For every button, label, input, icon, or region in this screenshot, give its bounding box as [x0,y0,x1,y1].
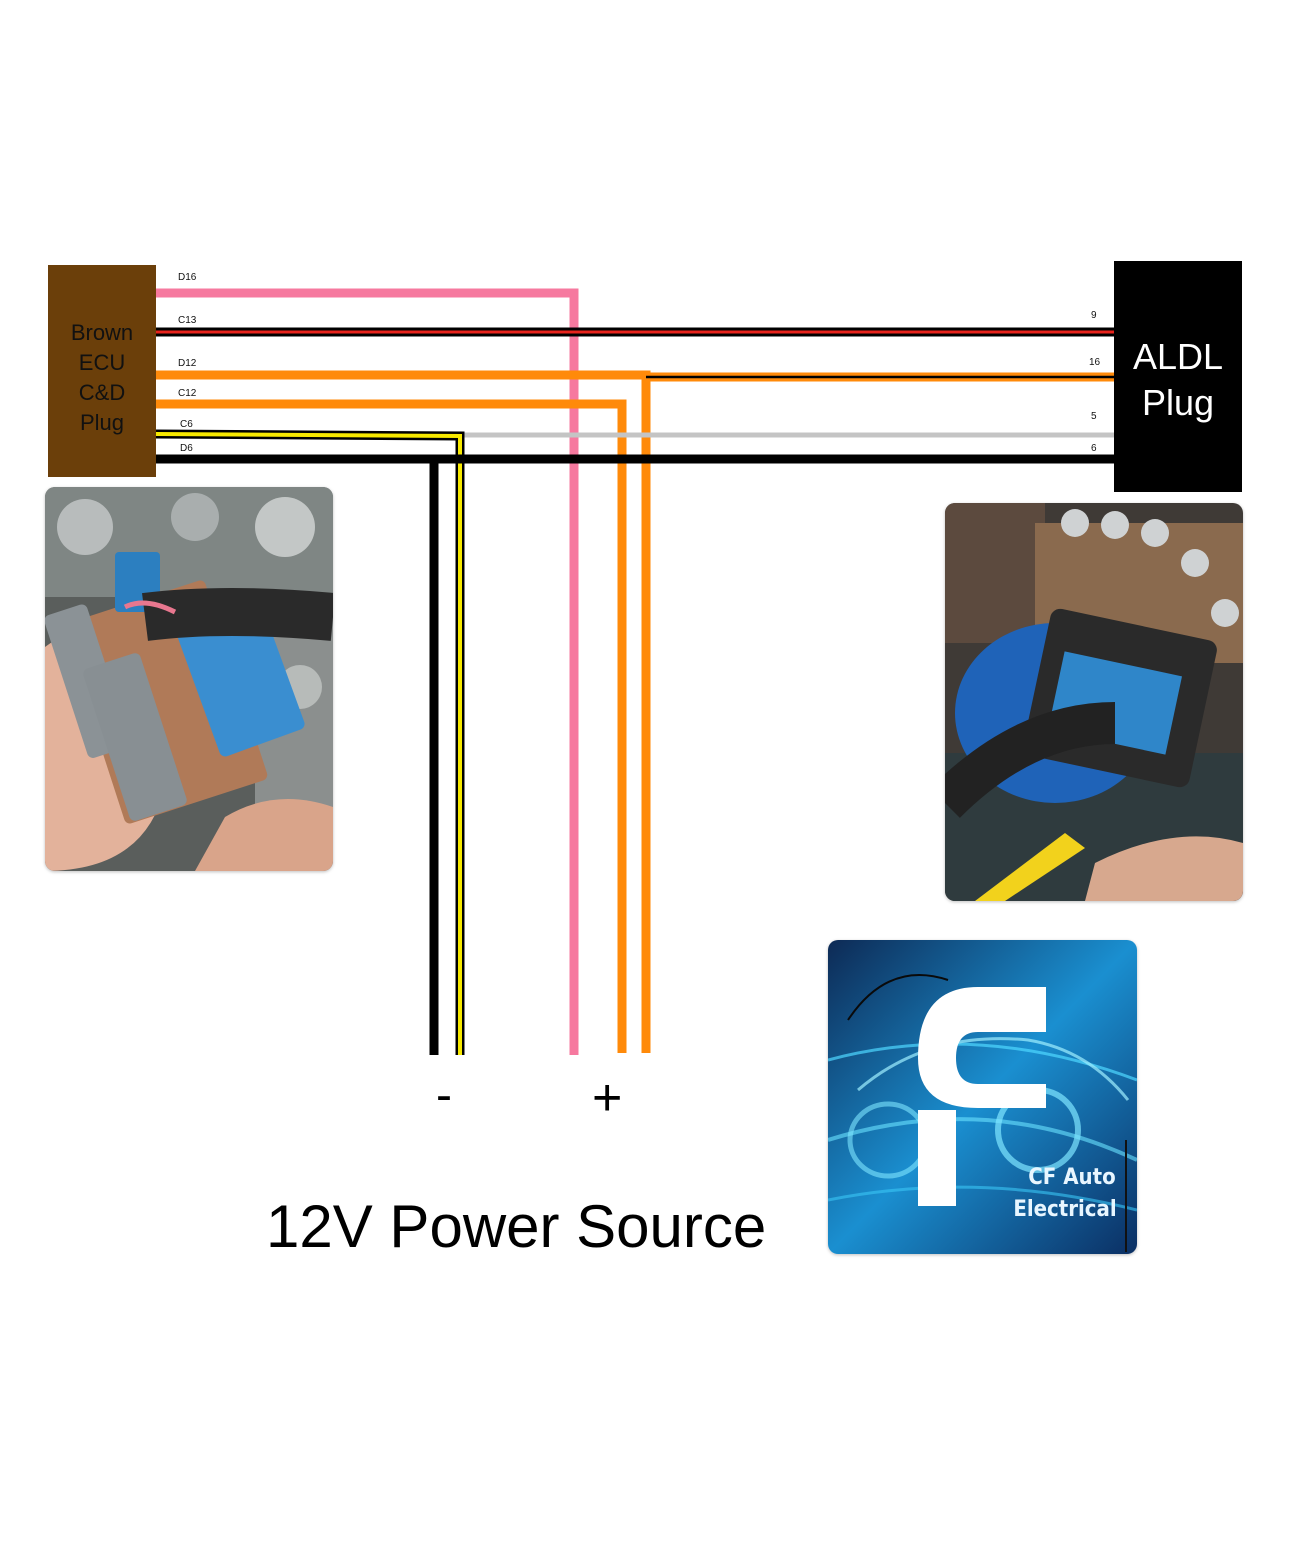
pin-label-d16: D16 [178,272,197,283]
ecu-label-line: ECU [78,350,126,375]
logo-text-line2: Electrical [1013,1197,1117,1222]
pin-label-aldl-5: 5 [1091,411,1097,422]
pin-label-d6: D6 [180,443,193,454]
wire-d16-pink [156,288,579,1055]
pin-label-c13: C13 [178,315,197,326]
wire-c12-orange [156,399,627,1053]
aldl-connector-photo [945,503,1243,901]
cf-auto-electrical-logo [828,940,1137,1254]
ecu-plug-box [48,265,156,477]
ecu-label-line: Plug [79,410,125,435]
aldl-label-line: Plug [1141,382,1215,423]
logo-text-line1: CF Auto [1028,1165,1116,1190]
pin-label-aldl-16: 16 [1089,357,1101,368]
ecu-plug-label: Brown ECU C&D Plug [48,318,156,438]
pin-label-c6: C6 [180,419,193,430]
pin-label-c12: C12 [178,388,197,399]
plus-terminal-label: + [592,1069,623,1127]
aldl-plug-label: ALDL Plug [1114,334,1242,426]
aldl-label-line: ALDL [1132,336,1224,377]
pin-label-aldl-6: 6 [1091,443,1097,454]
minus-terminal-label: - [436,1069,452,1122]
pin-label-d12: D12 [178,358,197,369]
ecu-label-line: C&D [78,380,126,405]
aldl-plug-box [1114,261,1242,492]
ecu-connector-photo [45,487,333,871]
power-source-title: 12V Power Source [266,1193,767,1260]
pin-label-aldl-9: 9 [1091,310,1097,321]
ecu-label-line: Brown [70,320,134,345]
